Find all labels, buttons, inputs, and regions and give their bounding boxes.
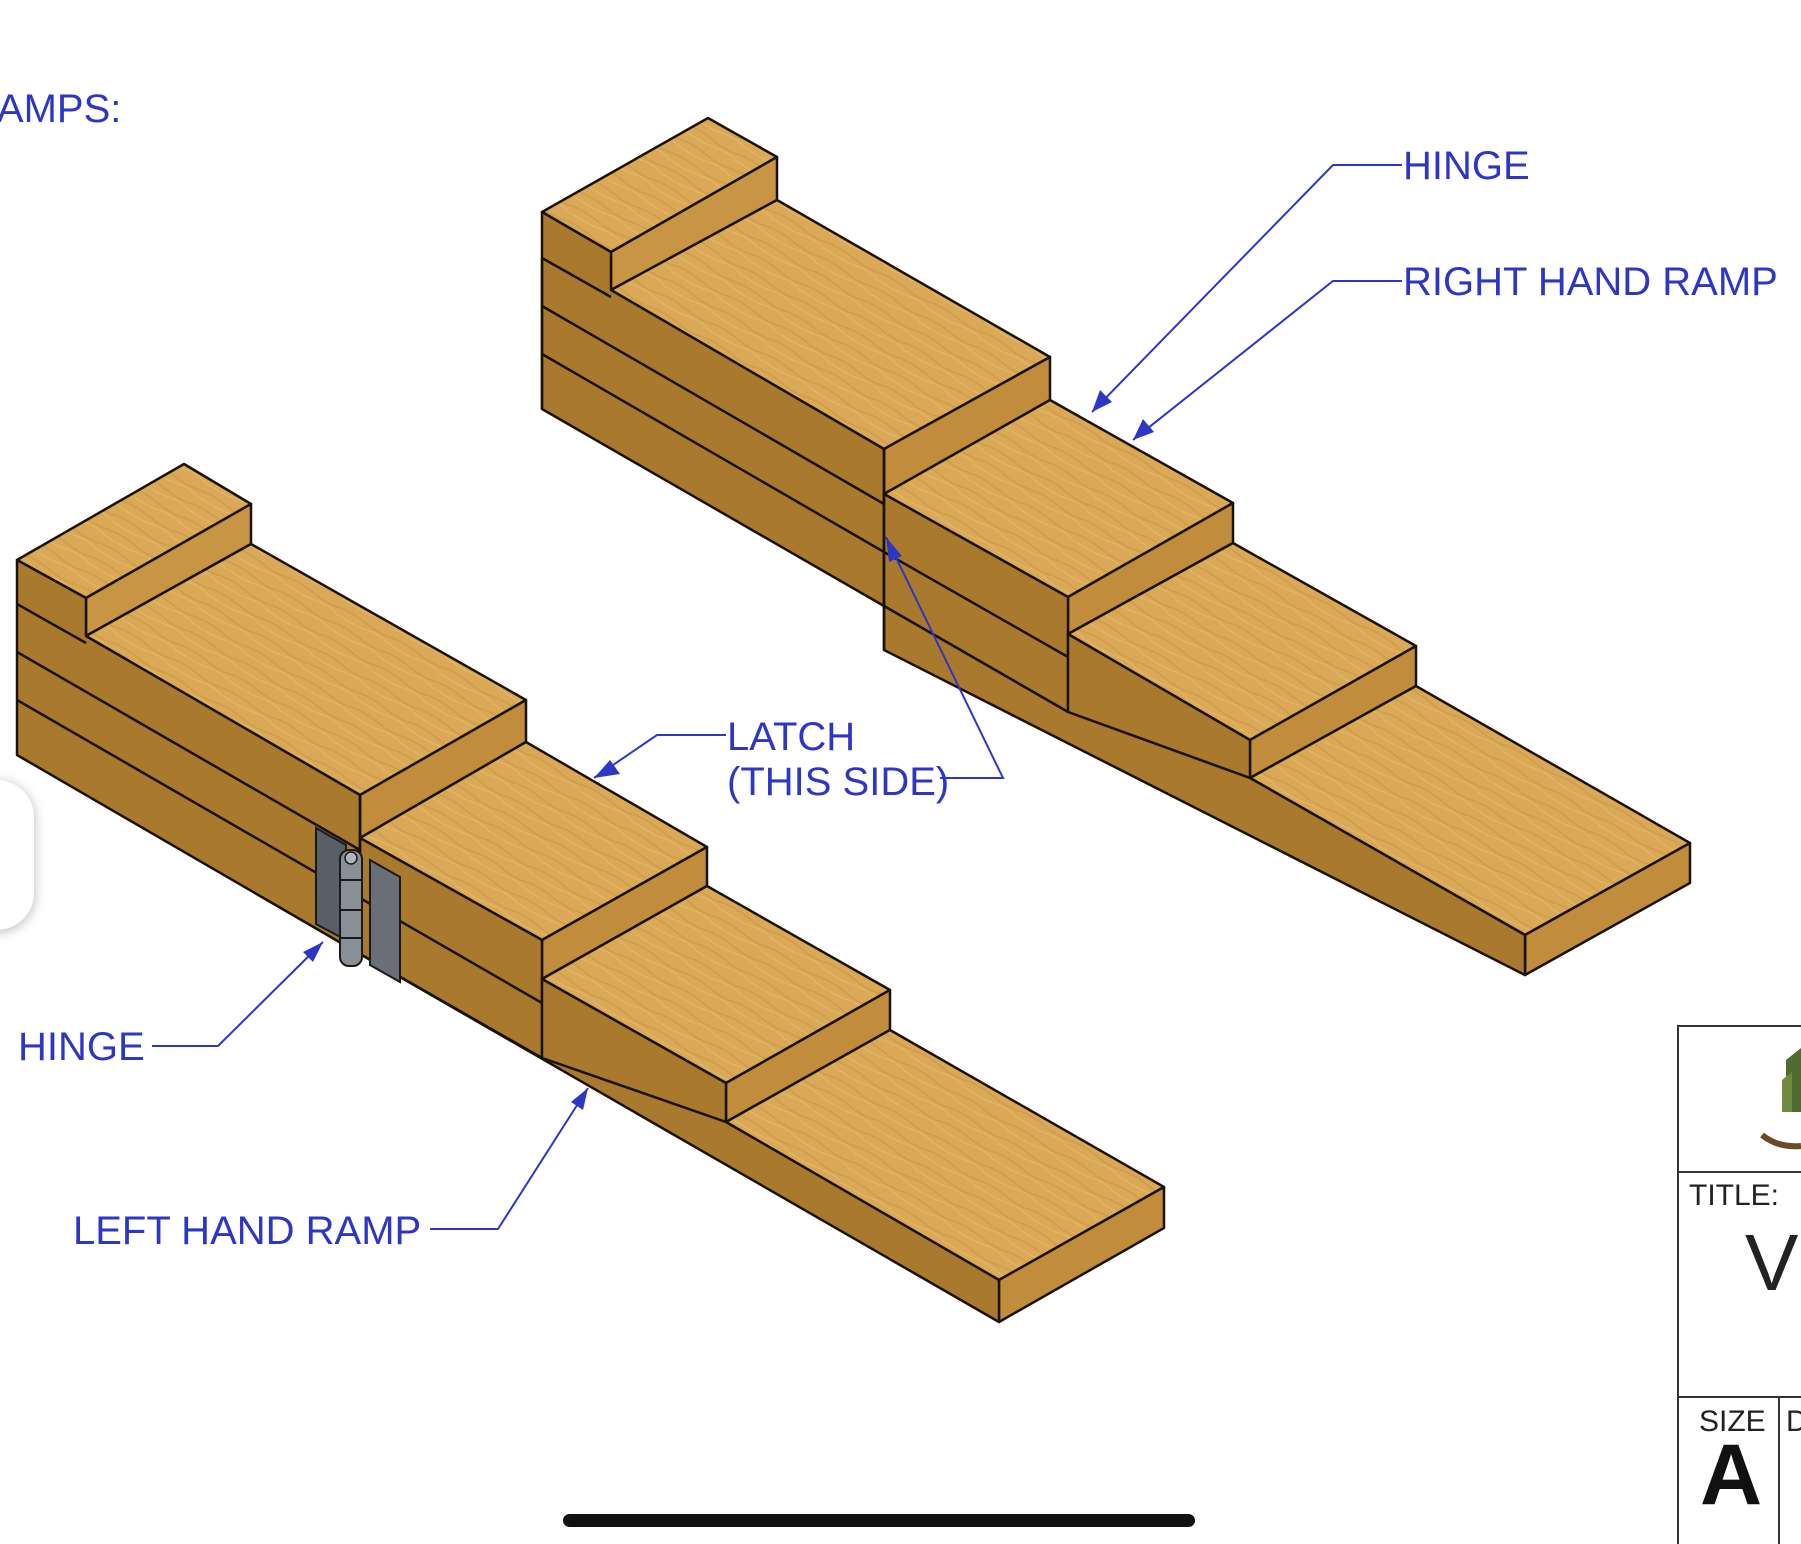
left-bottom-side xyxy=(358,952,1001,1324)
left-hinge-leader xyxy=(152,941,324,1047)
latch-leader xyxy=(593,734,726,779)
right-hinge-leader xyxy=(1091,164,1402,413)
title-label: TITLE: xyxy=(1689,1179,1779,1212)
left-hinge-label: HINGE xyxy=(18,1025,145,1069)
home-indicator[interactable] xyxy=(563,1514,1195,1527)
left-hand-ramp xyxy=(15,462,1166,1324)
left-hand-ramp-label: LEFT HAND RAMP xyxy=(73,1209,421,1253)
latch-label-line2: (THIS SIDE) xyxy=(727,760,949,804)
size-value: A xyxy=(1700,1427,1762,1523)
next-column-label: D xyxy=(1786,1405,1801,1438)
company-logo-icon xyxy=(1760,1048,1801,1150)
size-label: SIZE xyxy=(1699,1405,1766,1438)
latch-this-side-leader xyxy=(885,536,1005,779)
left-hand-ramp-leader xyxy=(430,1087,589,1230)
title-block: TITLE: V SIZE A D xyxy=(1677,1025,1801,1544)
right-hinge-label: HINGE xyxy=(1403,144,1530,188)
left-hinge-hardware xyxy=(315,826,401,984)
right-hand-ramp xyxy=(540,116,1692,977)
cropped-heading: RAMPS: xyxy=(0,87,121,131)
side-panel-handle[interactable] xyxy=(0,780,34,930)
right-hand-ramp-label: RIGHT HAND RAMP xyxy=(1403,260,1778,304)
title-value: V xyxy=(1745,1218,1799,1307)
latch-label-line1: LATCH xyxy=(727,715,855,759)
right-hand-ramp-leader xyxy=(1132,280,1402,441)
